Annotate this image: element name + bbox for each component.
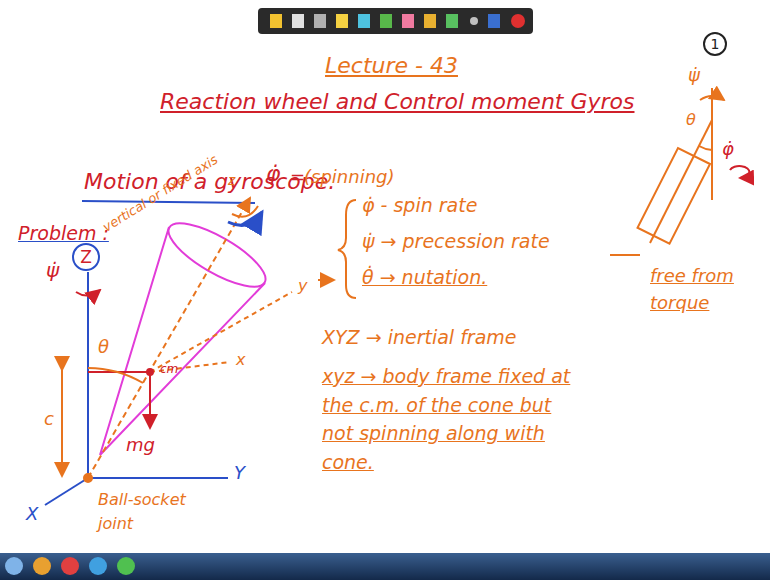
- joint-label: Ball-socket joint: [98, 488, 208, 536]
- symbol: φ̇: [722, 138, 734, 161]
- circled-label: 1: [703, 32, 727, 56]
- symbol: φ̇: [266, 160, 281, 188]
- definition: θ̇ → nutation.: [362, 266, 487, 290]
- symbol: ψ̇: [688, 64, 700, 87]
- axis-name: X: [26, 503, 38, 526]
- axis-name: x: [236, 350, 245, 370]
- note: free from torque: [650, 262, 735, 316]
- taskbar: [0, 553, 770, 580]
- circle-text: Z: [80, 247, 92, 267]
- force-label: mg: [126, 434, 155, 457]
- definition: φ̇ - spin rate: [362, 194, 477, 218]
- gyroscope-figure: [45, 198, 292, 505]
- axis-name: Y: [234, 462, 245, 485]
- point-name: cm: [160, 362, 178, 377]
- subtitle: Reaction wheel and Control moment Gyros: [160, 88, 634, 116]
- angle-symbol: θ: [98, 336, 109, 359]
- symbol: ψ̇: [46, 258, 59, 283]
- axis-name: y: [298, 276, 307, 296]
- pen-toolbar: [258, 8, 533, 34]
- underline: [82, 201, 255, 203]
- axis-name: z: [228, 172, 235, 190]
- circle-text: 1: [711, 36, 720, 52]
- brace: [318, 200, 356, 298]
- definition: ψ̇ → precession rate: [362, 230, 550, 254]
- lecture-title: Lecture - 43: [325, 52, 458, 80]
- note: (spinning): [304, 166, 395, 189]
- angle-symbol: θ: [686, 110, 696, 130]
- definition: xyz → body frame fixed at the c.m. of th…: [322, 362, 572, 476]
- definition: XYZ → inertial frame: [322, 326, 517, 350]
- symbol: =: [290, 166, 305, 189]
- circled-label: Z: [72, 243, 100, 271]
- dimension: c: [44, 408, 54, 431]
- problem-heading: Problem :: [18, 222, 109, 246]
